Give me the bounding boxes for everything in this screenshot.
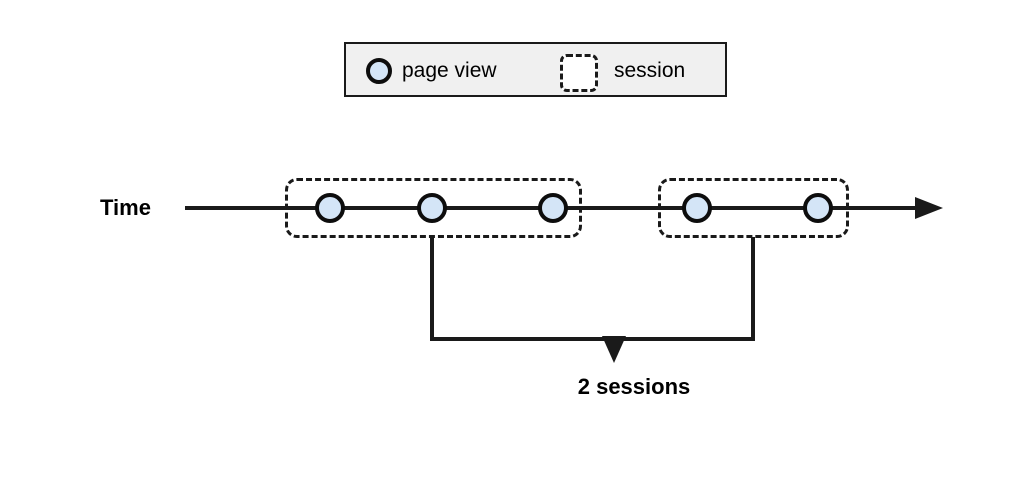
time-axis-label: Time	[100, 195, 151, 220]
session-group-1	[285, 178, 582, 238]
session-dashed-box-icon	[560, 54, 598, 92]
session-count-callout: 2 sessions	[0, 374, 1024, 400]
page-view-dot-2	[417, 193, 447, 223]
legend-label-page-view: page view	[402, 59, 497, 82]
page-view-dot-4	[682, 193, 712, 223]
session-group-2	[658, 178, 849, 238]
time-axis-arrowhead	[915, 197, 943, 219]
page-view-dot-5	[803, 193, 833, 223]
legend: page view session	[344, 42, 727, 97]
page-view-circle-icon	[366, 58, 392, 84]
session-count-callout-text: 2 sessions	[577, 374, 691, 399]
page-view-dot-1	[315, 193, 345, 223]
callout-arrowhead	[602, 336, 626, 363]
legend-label-session: session	[614, 59, 686, 82]
page-view-dot-3	[538, 193, 568, 223]
